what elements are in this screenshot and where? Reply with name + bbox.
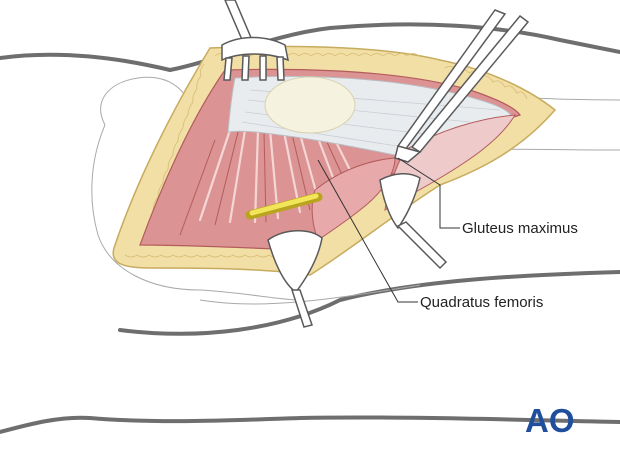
tendon-line-4: [241, 121, 411, 149]
rake-head: [221, 36, 290, 62]
greater-trochanter-highlight: [264, 76, 356, 134]
fat-lobule-row-1: [214, 53, 420, 57]
forceps-tip: [394, 145, 422, 163]
body-outline: [0, 22, 620, 434]
fat-lobule-row-4: [124, 254, 294, 258]
fibre-1: [198, 128, 232, 222]
upper-body-contour: [0, 22, 620, 73]
skin-fold-contour: [199, 284, 421, 305]
label-gluteus-maximus: Gluteus maximus: [462, 220, 578, 237]
lower-retractor-left: [267, 230, 323, 328]
retractor-shaft-right: [396, 221, 448, 270]
retractor-blade-left: [267, 230, 323, 294]
retractor-blade-right: [379, 173, 421, 230]
lower-body-contour: [118, 270, 620, 336]
gluteus-maximus-leader: [397, 157, 460, 229]
pelvis-contour: [100, 76, 186, 126]
quadratus-femoris-leader: [317, 159, 418, 303]
fat-texture: [124, 53, 528, 258]
label-quadratus-femoris: Quadratus femoris: [420, 294, 543, 311]
rake-handle: [224, 0, 254, 43]
fat-lobule-row-3: [152, 63, 205, 212]
fibre-3: [253, 128, 260, 224]
sciatic-nerve-highlight: [249, 193, 319, 216]
leader-lines: [317, 157, 460, 303]
rake-tine-1: [223, 57, 233, 81]
shade-1: [179, 139, 216, 236]
fibre-2: [228, 128, 247, 224]
retractor-shaft-left: [290, 289, 313, 328]
rake-tine-4: [276, 56, 285, 81]
bottom-contour: [0, 415, 620, 434]
ao-logo: AO: [525, 402, 575, 439]
rake-tine-2: [241, 55, 250, 81]
pelvis-lower-contour: [91, 124, 301, 301]
rake-retractor: [221, 0, 290, 81]
quadratus-femoris-muscle: [311, 157, 396, 241]
forceps-instrument: [394, 9, 530, 163]
shade-2: [214, 131, 239, 226]
lower-retractor-right: [379, 173, 448, 270]
rake-tine-3: [259, 55, 267, 81]
